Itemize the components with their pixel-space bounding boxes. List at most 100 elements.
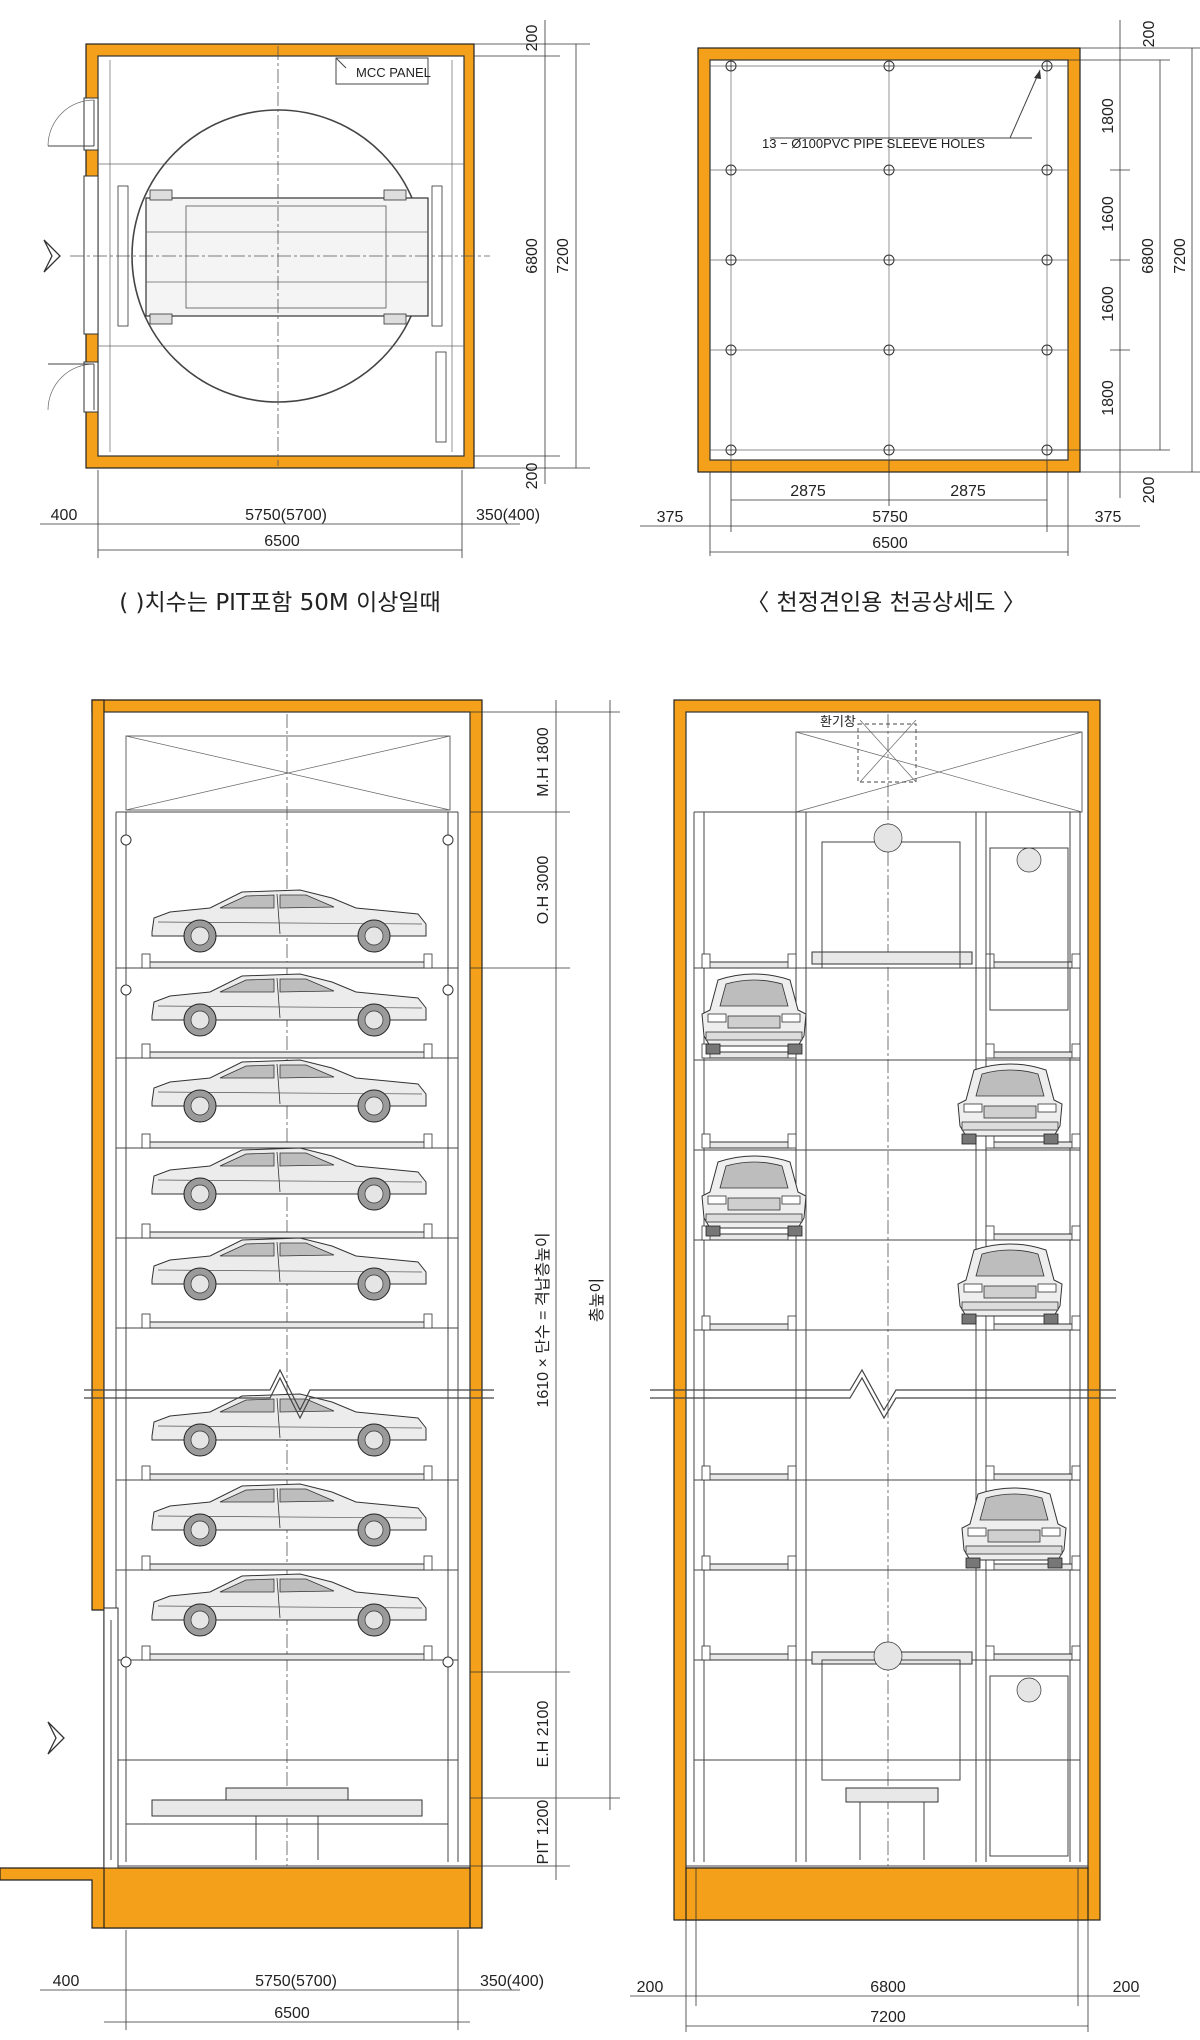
entry-opening [83, 175, 99, 335]
pipe-hole-icon [883, 164, 895, 176]
plan-right-dim-bottom: 200 [1141, 477, 1158, 504]
pipe-hole-icon [725, 444, 737, 456]
plan-left-dim-bottom: 200 [524, 463, 541, 490]
car-front-icon [701, 973, 807, 1055]
break-line [84, 1368, 494, 1412]
plan-left-dim-top: 200 [524, 25, 541, 52]
section-left-dim-eh: E.H 2100 [535, 1701, 552, 1768]
plan-left-dim-mid: 6800 [524, 238, 541, 274]
section-right-dim-width: 7200 [870, 2009, 906, 2026]
vent-label: 환기창 [820, 714, 856, 729]
section-left-dim-oh: O.H 3000 [535, 856, 552, 925]
car-front-icon [701, 1155, 807, 1237]
car-side-icon [151, 1483, 427, 1547]
section-left-dim-right: 350(400) [480, 1973, 544, 1990]
pipe-hole-icon [725, 254, 737, 266]
vent-window [857, 723, 917, 783]
parking-tray [701, 1315, 797, 1331]
pipe-hole-icon [883, 444, 895, 456]
section-left-dim-levels: 1610 × 단수 = 격납층높이 [534, 1232, 552, 1407]
machine-room [125, 735, 451, 811]
section-right: 환기창 200 6800 [630, 699, 1140, 2032]
section-right-dim-right: 200 [1113, 1979, 1140, 1996]
plan-right-dim-right: 375 [1095, 509, 1122, 526]
plan-left-dim-total: 7200 [555, 238, 572, 274]
car-side-icon [151, 1573, 427, 1637]
car-side-icon [151, 1059, 427, 1123]
plan-left-dim-center: 5750(5700) [245, 507, 327, 524]
plan-right-dim-center: 5750 [872, 509, 908, 526]
plan-right-dim-top: 200 [1141, 21, 1158, 48]
parking-tray [141, 1313, 433, 1329]
pipe-hole-icon [883, 254, 895, 266]
plan-right-dim-half-left: 2875 [790, 483, 826, 500]
pipe-hole-icon [883, 60, 895, 72]
pipe-hole-icon [725, 60, 737, 72]
entry-arrow-icon [47, 1721, 65, 1755]
plan-right-dim-seg3: 1600 [1100, 286, 1117, 322]
plan-right-dim-width: 6500 [872, 535, 908, 552]
car-side-icon [151, 1237, 427, 1301]
pipe-hole-icon [1041, 254, 1053, 266]
pallet [145, 197, 429, 317]
mcc-panel-label: MCC PANEL [356, 65, 431, 80]
section-right-dim-center: 6800 [870, 1979, 906, 1996]
plan-left: MCC PANEL 200 6800 7200 200 400 5750(570… [40, 20, 590, 616]
parking-tray [701, 1555, 797, 1571]
door-swing-icon [47, 99, 95, 147]
plan-right-dim-seg2: 1600 [1100, 196, 1117, 232]
plan-right-dim-seg1: 1800 [1100, 98, 1117, 134]
plan-right-dim-left: 375 [657, 509, 684, 526]
plan-left-dim-left: 400 [51, 507, 78, 524]
section-left-dim-mh: M.H 1800 [535, 727, 552, 796]
pipe-hole-icon [1041, 60, 1053, 72]
car-side-icon [151, 1147, 427, 1211]
parking-tray [701, 1465, 797, 1481]
parking-tray [701, 953, 797, 969]
section-left-dim-total-height: 총높이 [588, 1278, 606, 1322]
car-front-icon [957, 1243, 1063, 1325]
parking-tray [701, 1645, 797, 1661]
section-left-dim-center: 5750(5700) [255, 1973, 337, 1990]
plan-right-caption: 〈 천정견인용 천공상세도 〉 [746, 590, 1026, 616]
parking-levels-right [694, 811, 1081, 1761]
parking-tray [141, 1043, 433, 1059]
door-opening-top [83, 97, 99, 151]
plan-right-dim-seg4: 1800 [1100, 380, 1117, 416]
plan-right: 13 − Ø100PVC PIPE SLEEVE HOLES 200 1800 … [640, 20, 1200, 616]
parking-tray [985, 1043, 1081, 1059]
plan-right-dim-mid: 6800 [1140, 238, 1157, 274]
pipe-hole-icon [725, 344, 737, 356]
door-opening-bottom [83, 361, 99, 413]
parking-tray [141, 1645, 433, 1661]
pipe-sleeve-label: 13 − Ø100PVC PIPE SLEEVE HOLES [762, 136, 985, 151]
car-side-icon [151, 1393, 427, 1457]
plan-right-dim-half-right: 2875 [950, 483, 986, 500]
pipe-hole-icon [1041, 164, 1053, 176]
car-front-icon [957, 1063, 1063, 1145]
entry-arrow-icon [43, 239, 61, 273]
car-side-icon [151, 973, 427, 1037]
car-side-icon [151, 889, 427, 953]
section-left: M.H 1800 O.H 3000 1610 × 단수 = 격납층높이 총높이 … [0, 699, 620, 2030]
parking-tray [141, 1465, 433, 1481]
car-front-icon [961, 1487, 1067, 1569]
parking-levels-left [116, 811, 458, 1761]
section-left-dim-width: 6500 [274, 2005, 310, 2022]
sheave-icon [873, 823, 903, 853]
parking-tray [985, 1225, 1081, 1241]
door-swing-icon [47, 363, 95, 411]
plan-left-dim-right: 350(400) [476, 507, 540, 524]
parking-tray [985, 1555, 1081, 1571]
parking-tray [985, 1465, 1081, 1481]
pipe-hole-icon [1041, 344, 1053, 356]
plan-right-dim-total: 7200 [1172, 238, 1189, 274]
plan-left-dim-width: 6500 [264, 533, 300, 550]
mcc-panel [335, 57, 429, 85]
parking-tray [985, 1645, 1081, 1661]
section-left-dim-left: 400 [53, 1973, 80, 1990]
pipe-hole-icon [883, 344, 895, 356]
parking-tray [141, 1555, 433, 1571]
